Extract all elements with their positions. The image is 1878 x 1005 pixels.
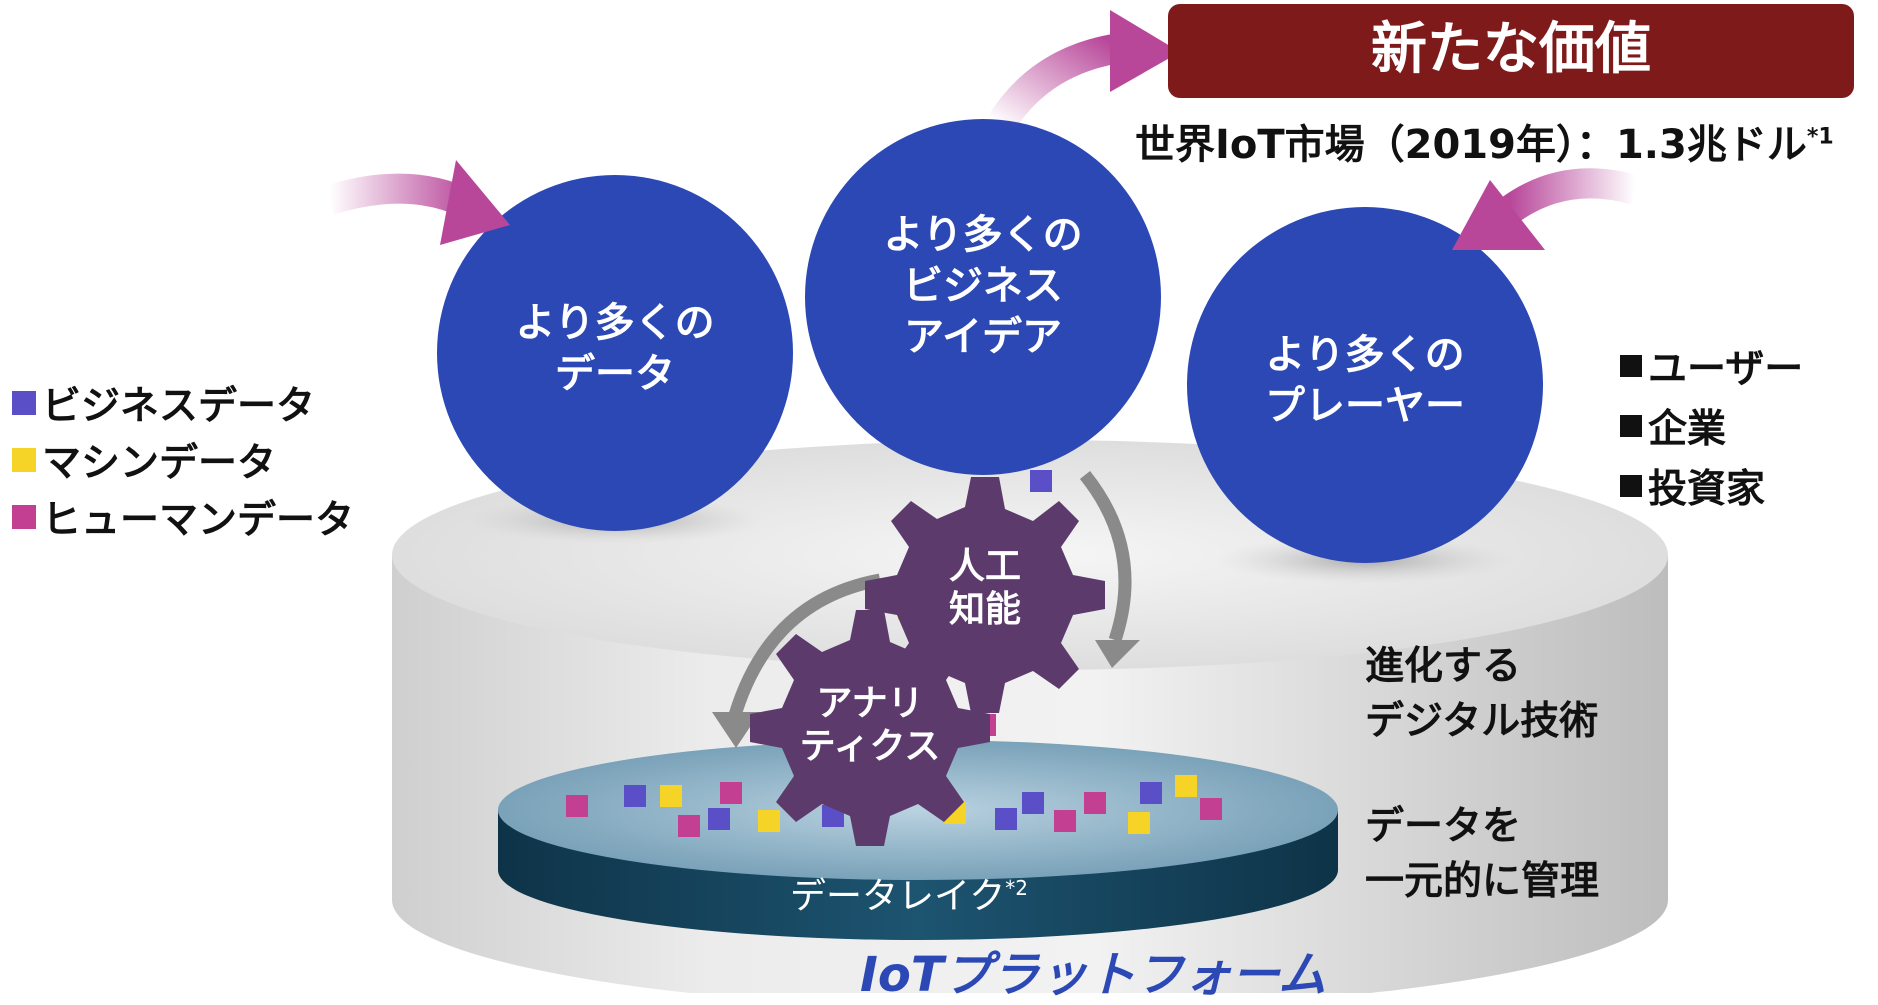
gear-ai-line2: 知能 [948,589,1021,631]
cycle-arrowhead [712,712,760,748]
data-manage-line2: 一元的に管理 [1365,858,1600,904]
digital-tech-line2: デジタル技術 [1365,698,1599,744]
digital-tech-line1: 進化する [1365,644,1522,689]
player-users: ユーザー [1620,338,1803,394]
circle-more-ideas [805,119,1161,475]
platform-label: IoTプラットフォーム [860,947,1327,1003]
circle-ideas-line3: アイデア [904,314,1062,361]
legend-square-machine [12,448,36,472]
player-square [1620,355,1642,377]
data-lake-text: データレイク [790,876,1006,917]
circle-more-players [1187,207,1543,563]
gear-analytics-line1: アナリ [816,683,924,724]
player-label: 企業 [1648,407,1727,452]
data-lake-footnote: *2 [1005,876,1029,900]
legend-label: ヒューマンデータ [42,498,355,543]
legend-square-human [12,505,36,529]
market-footnote-mark: *1 [1806,124,1834,150]
pink-arrow-right [1452,168,1640,250]
circle-players-line1: より多くの [1265,332,1465,378]
cycle-arrowhead [1095,640,1140,668]
player-label: ユーザー [1648,347,1804,392]
data-lake-label: データレイク*2 [790,867,1028,919]
legend-machine-data: マシンデータ [12,432,276,488]
gear-analytics-line2: ティクス [799,726,941,768]
circle-data-line2: データ [555,351,675,398]
legend-human-data: ヒューマンデータ [12,489,354,545]
circle-players-label: より多くの プレーヤー [1205,330,1525,432]
gear-ai-line1: 人工 [948,546,1021,587]
gear-analytics-label: アナリ ティクス [790,682,950,768]
gear-ai-label: 人工 知能 [905,545,1065,631]
player-square [1620,415,1642,437]
legend-square-business [12,391,36,415]
gear-analytics [750,610,990,846]
circle-players-line2: プレーヤー [1265,383,1465,430]
digital-tech-text: 進化する デジタル技術 [1365,640,1598,749]
legend-label: ビジネスデータ [42,384,316,429]
pink-arrow-top [987,10,1180,134]
circle-data-label: より多くの データ [455,298,775,400]
value-box-label: 新たな価値 [1371,17,1651,82]
circle-more-data [437,175,793,531]
circle-data-line1: より多くの [515,300,715,346]
pink-arrow-left [325,160,510,245]
circle-ideas-line2: ビジネス [903,263,1063,310]
legend-business-data: ビジネスデータ [12,375,315,431]
cycle-arrows [728,470,1132,717]
legend-label: マシンデータ [42,441,277,486]
market-size-text: 世界IoT市場（2019年）：1.3兆ドル*1 [1135,112,1834,170]
circle-ideas-label: より多くの ビジネス アイデア [823,210,1143,364]
circle-ideas-line1: より多くの [883,212,1083,258]
player-investors: 投資家 [1620,458,1765,514]
value-box [1168,4,1854,98]
data-manage-line1: データを [1365,804,1522,849]
data-lake-disk [498,740,1338,940]
player-label: 投資家 [1648,467,1766,512]
market-size-value: 世界IoT市場（2019年）：1.3兆ドル [1135,122,1807,168]
player-square [1620,475,1642,497]
data-squares [566,470,1222,837]
player-companies: 企業 [1620,398,1726,454]
data-manage-text: データを 一元的に管理 [1365,800,1599,909]
